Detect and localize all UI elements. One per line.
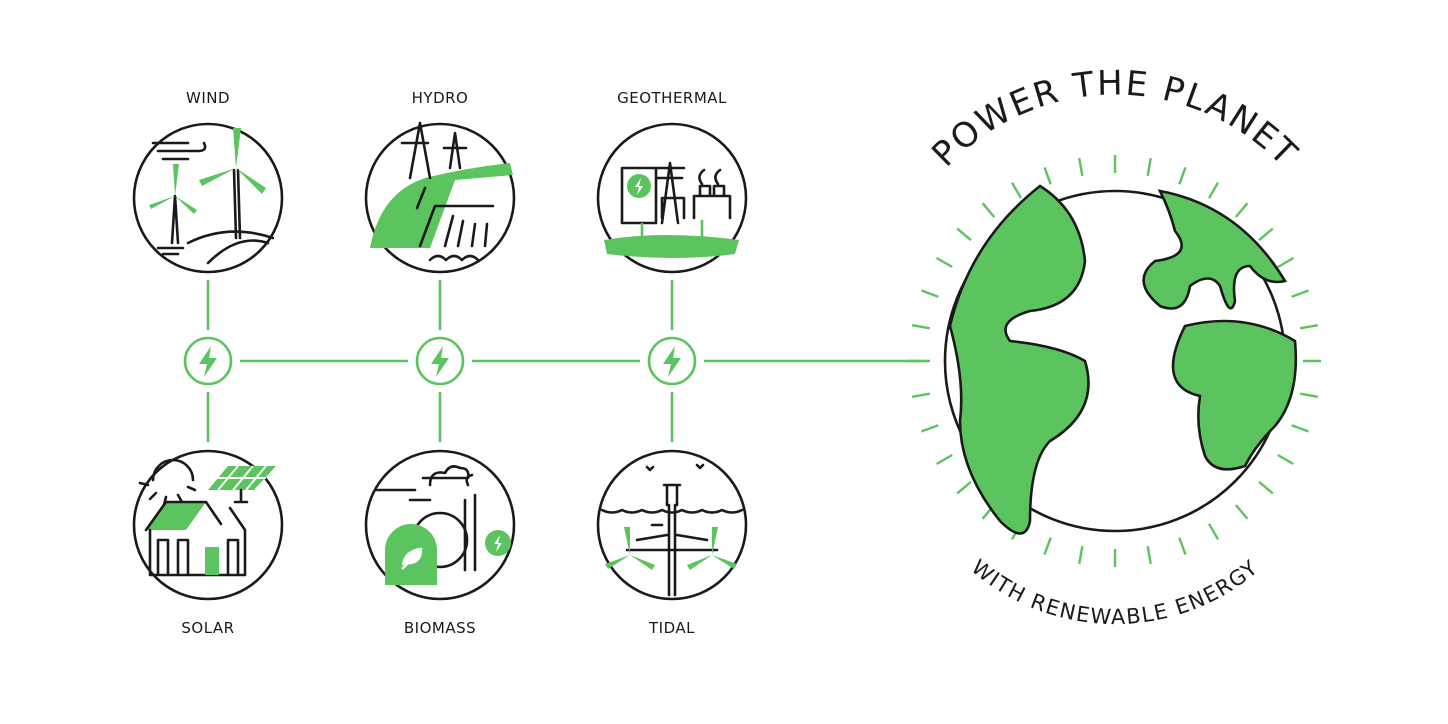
sun-ray: [1207, 181, 1220, 199]
sun-ray: [1258, 480, 1274, 495]
solar-house-icon: [132, 449, 284, 601]
sun-ray: [1291, 289, 1309, 298]
sun-ray: [1078, 545, 1084, 565]
sun-ray: [1010, 181, 1023, 199]
sun-ray: [1291, 424, 1309, 433]
lightning-bolt-icon: [647, 336, 697, 386]
label-wind: WIND: [186, 89, 230, 107]
sun-ray: [1078, 157, 1084, 177]
sun-ray: [956, 480, 972, 495]
hydro-dam-icon: [364, 121, 516, 274]
sun-ray: [1146, 157, 1152, 177]
sun-ray: [921, 289, 939, 298]
sun-ray: [956, 227, 972, 242]
label-solar: SOLAR: [181, 619, 234, 637]
sun-ray: [911, 392, 931, 398]
lightning-bolt-icon: [183, 336, 233, 386]
label-tidal: TIDAL: [648, 619, 695, 637]
connector-lines: [206, 280, 930, 442]
sun-ray: [935, 453, 953, 466]
sun-ray: [1207, 523, 1220, 541]
wind-turbine-icon: [132, 122, 284, 274]
sun-ray: [1146, 545, 1152, 565]
geothermal-plant-icon: [596, 122, 748, 274]
sun-ray: [1277, 256, 1295, 269]
sun-ray: [921, 424, 939, 433]
sun-rays: [909, 155, 1321, 567]
biomass-plant-icon: [364, 449, 516, 601]
sun-ray: [1178, 537, 1187, 555]
tidal-turbine-icon: [596, 449, 748, 601]
lightning-bolt-icon: [415, 336, 465, 386]
label-hydro: HYDRO: [412, 89, 469, 107]
sun-ray: [1299, 392, 1319, 398]
sun-ray: [1234, 202, 1249, 218]
label-biomass: BIOMASS: [404, 619, 476, 637]
sun-ray: [935, 256, 953, 269]
sun-ray: [1258, 227, 1274, 242]
sun-ray: [1277, 453, 1295, 466]
sun-ray: [981, 202, 996, 218]
sun-ray: [911, 324, 931, 330]
earth-globe-icon: [909, 155, 1321, 567]
sun-ray: [1234, 504, 1249, 520]
sun-ray: [1299, 324, 1319, 330]
sun-ray: [1043, 537, 1052, 555]
sun-ray: [1178, 167, 1187, 185]
label-geothermal: GEOTHERMAL: [617, 89, 727, 107]
sun-ray: [1043, 167, 1052, 185]
